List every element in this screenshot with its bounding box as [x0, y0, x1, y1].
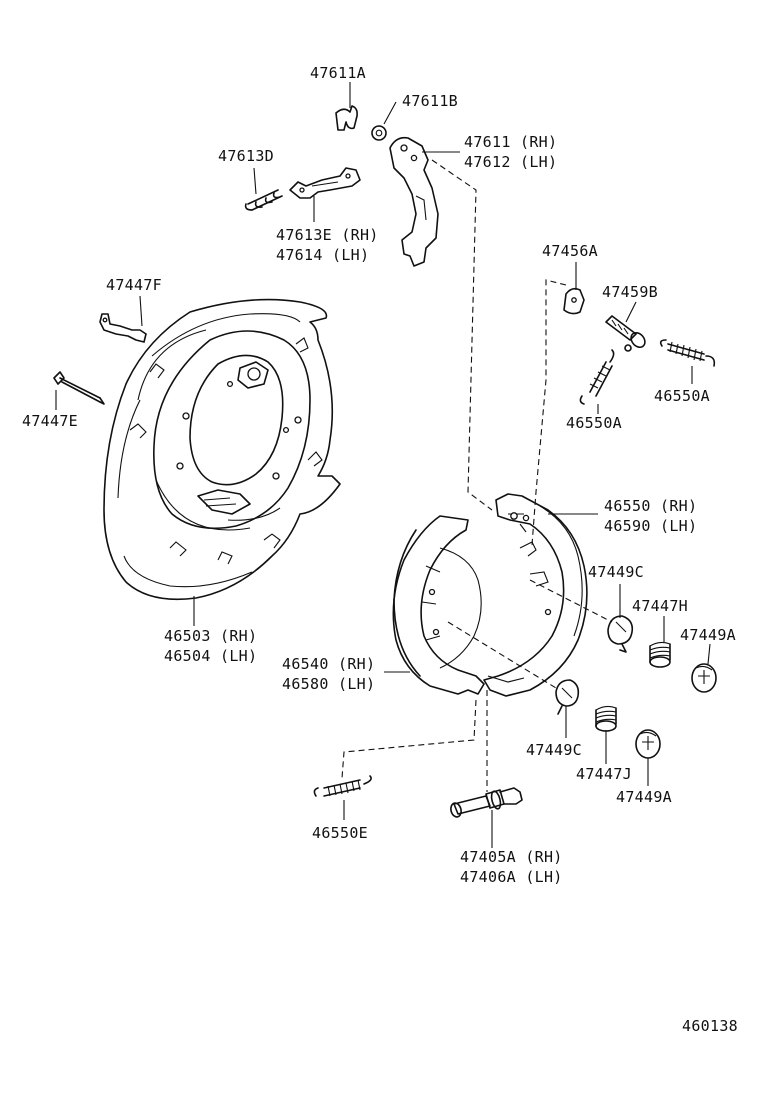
pin-47447e	[53, 371, 105, 405]
spring-46550a-right	[659, 339, 716, 367]
spring-46550a-left	[579, 349, 615, 405]
label-47611b: 47611B	[402, 92, 458, 110]
spring-46550e	[313, 775, 372, 797]
bracket-47447f	[99, 313, 147, 343]
wheel-cylinder-47405a	[450, 787, 523, 818]
label-47613d: 47613D	[218, 147, 274, 165]
label-46550a-right: 46550A	[654, 387, 710, 405]
label-46550a-left: 46550A	[566, 414, 622, 432]
part-labels: 47611A 47611B 47611 (RH) 47612 (LH) 4761…	[22, 64, 738, 1035]
label-47611a: 47611A	[310, 64, 366, 82]
label-47449a-bottom: 47449A	[616, 788, 672, 806]
label-47449c-top: 47449C	[588, 563, 644, 581]
label-47613e-rh: 47613E (RH)	[276, 226, 379, 244]
label-46550e: 46550E	[312, 824, 368, 842]
label-47405a-rh: 47405A (RH)	[460, 848, 563, 866]
retainer-47449c-top	[607, 615, 634, 653]
label-47406a-lh: 47406A (LH)	[460, 868, 563, 886]
label-47614-lh: 47614 (LH)	[276, 246, 369, 264]
backing-plate-46503	[103, 298, 341, 601]
label-46540-rh: 46540 (RH)	[282, 655, 375, 673]
label-47447e: 47447E	[22, 412, 78, 430]
spring-47613d	[244, 189, 283, 211]
label-47447j: 47447J	[576, 765, 632, 783]
label-46504-lh: 46504 (LH)	[164, 647, 257, 665]
adjuster-47459b	[605, 315, 646, 352]
washer-47611b	[371, 125, 387, 141]
brake-shoe-46540	[392, 515, 485, 695]
diagram-id: 460138	[682, 1017, 738, 1035]
spring-47447h	[649, 641, 671, 668]
label-47449c-bottom: 47449C	[526, 741, 582, 759]
assembly-guide-lines	[341, 159, 613, 792]
spring-47447j	[595, 705, 617, 732]
label-47447f: 47447F	[106, 276, 162, 294]
label-46580-lh: 46580 (LH)	[282, 675, 375, 693]
clip-47611a	[335, 105, 358, 131]
washer-47449a-bottom	[635, 729, 661, 759]
label-46590-lh: 46590 (LH)	[604, 517, 697, 535]
label-46503-rh: 46503 (RH)	[164, 627, 257, 645]
retainer-47449c-bottom	[555, 679, 580, 715]
cup-47456a	[563, 287, 585, 315]
label-47447h: 47447H	[632, 597, 688, 615]
label-47611-rh: 47611 (RH)	[464, 133, 557, 151]
washer-47449a-right	[691, 663, 717, 693]
leader-lines	[55, 82, 711, 848]
parking-lever-47611	[389, 136, 439, 267]
label-46550-rh: 46550 (RH)	[604, 497, 697, 515]
label-47456a: 47456A	[542, 242, 598, 260]
strut-47613e	[289, 167, 361, 199]
label-47612-lh: 47612 (LH)	[464, 153, 557, 171]
label-47449a-right: 47449A	[680, 626, 736, 644]
label-47459b: 47459B	[602, 283, 658, 301]
brake-shoe-46550	[483, 493, 588, 697]
